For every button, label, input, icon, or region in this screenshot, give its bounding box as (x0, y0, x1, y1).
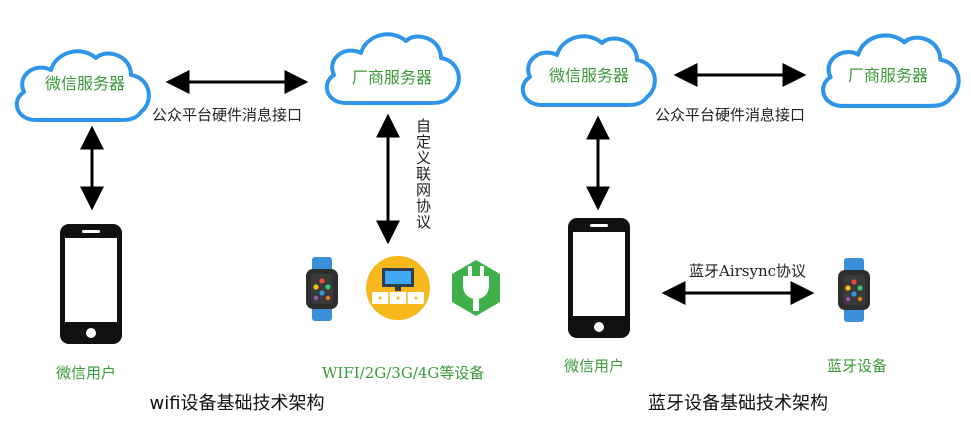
smart-tv-icon (366, 256, 430, 320)
wifi-wechat-server-label: 微信服务器 (44, 74, 126, 93)
bt-wechat-server-label: 微信服务器 (548, 66, 630, 85)
bt-interface-label: 公众平台硬件消息接口 (655, 106, 806, 124)
wifi-vendor-server-label: 厂商服务器 (351, 68, 433, 87)
wifi-architecture-caption: wifi设备基础技术架构 (149, 393, 325, 414)
custom-protocol-label: 自定义联网协议 (414, 118, 432, 230)
wifi-user-label: 微信用户 (56, 364, 117, 382)
bt-architecture-caption: 蓝牙设备基础技术架构 (648, 393, 828, 414)
smart-plug-icon (452, 260, 500, 316)
wifi-interface-label: 公众平台硬件消息接口 (152, 106, 303, 124)
airsync-protocol-label: 蓝牙Airsync协议 (689, 262, 807, 280)
bt-smartwatch-icon (838, 258, 870, 322)
smartwatch-icon (306, 257, 338, 321)
bt-phone-icon (568, 218, 630, 338)
wifi-devices-label: WIFI/2G/3G/4G等设备 (322, 364, 485, 382)
bt-vendor-server-label: 厂商服务器 (847, 66, 929, 85)
wifi-phone-icon (60, 224, 122, 344)
bt-user-label: 微信用户 (564, 357, 625, 375)
bt-device-label: 蓝牙设备 (827, 357, 888, 375)
